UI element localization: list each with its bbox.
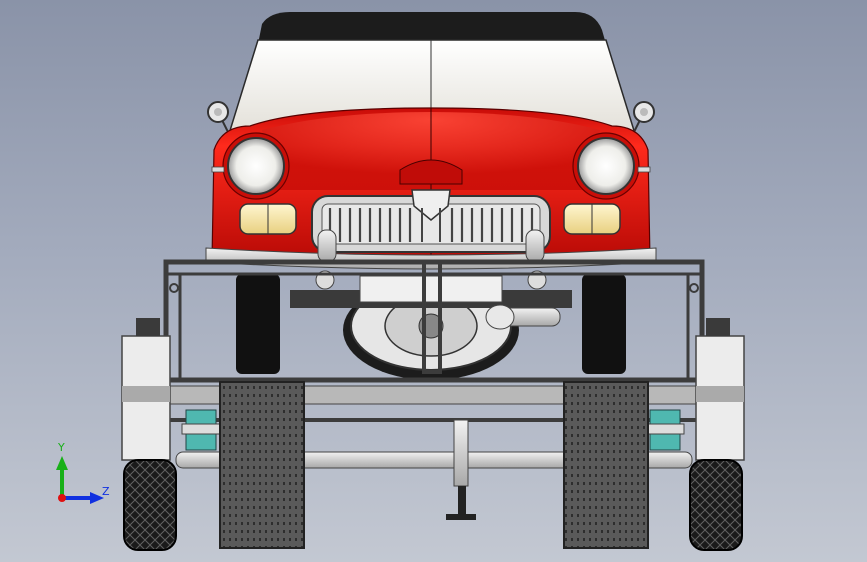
roof [258, 12, 606, 44]
side-mirrors [207, 101, 655, 141]
z-axis-label: Z [102, 485, 110, 498]
jockey-stand [446, 419, 476, 520]
axis-triad-graphic [56, 456, 104, 504]
car-front-wheels [236, 274, 626, 374]
headlights [211, 132, 651, 200]
y-axis-label: Y [58, 441, 65, 454]
underbody [290, 270, 572, 330]
loading-ramps[interactable] [219, 381, 649, 549]
axis-triad: Y Z [48, 438, 118, 512]
front-grille [311, 189, 551, 253]
trailer-wheels [123, 459, 743, 551]
indicator-lights [239, 203, 621, 235]
